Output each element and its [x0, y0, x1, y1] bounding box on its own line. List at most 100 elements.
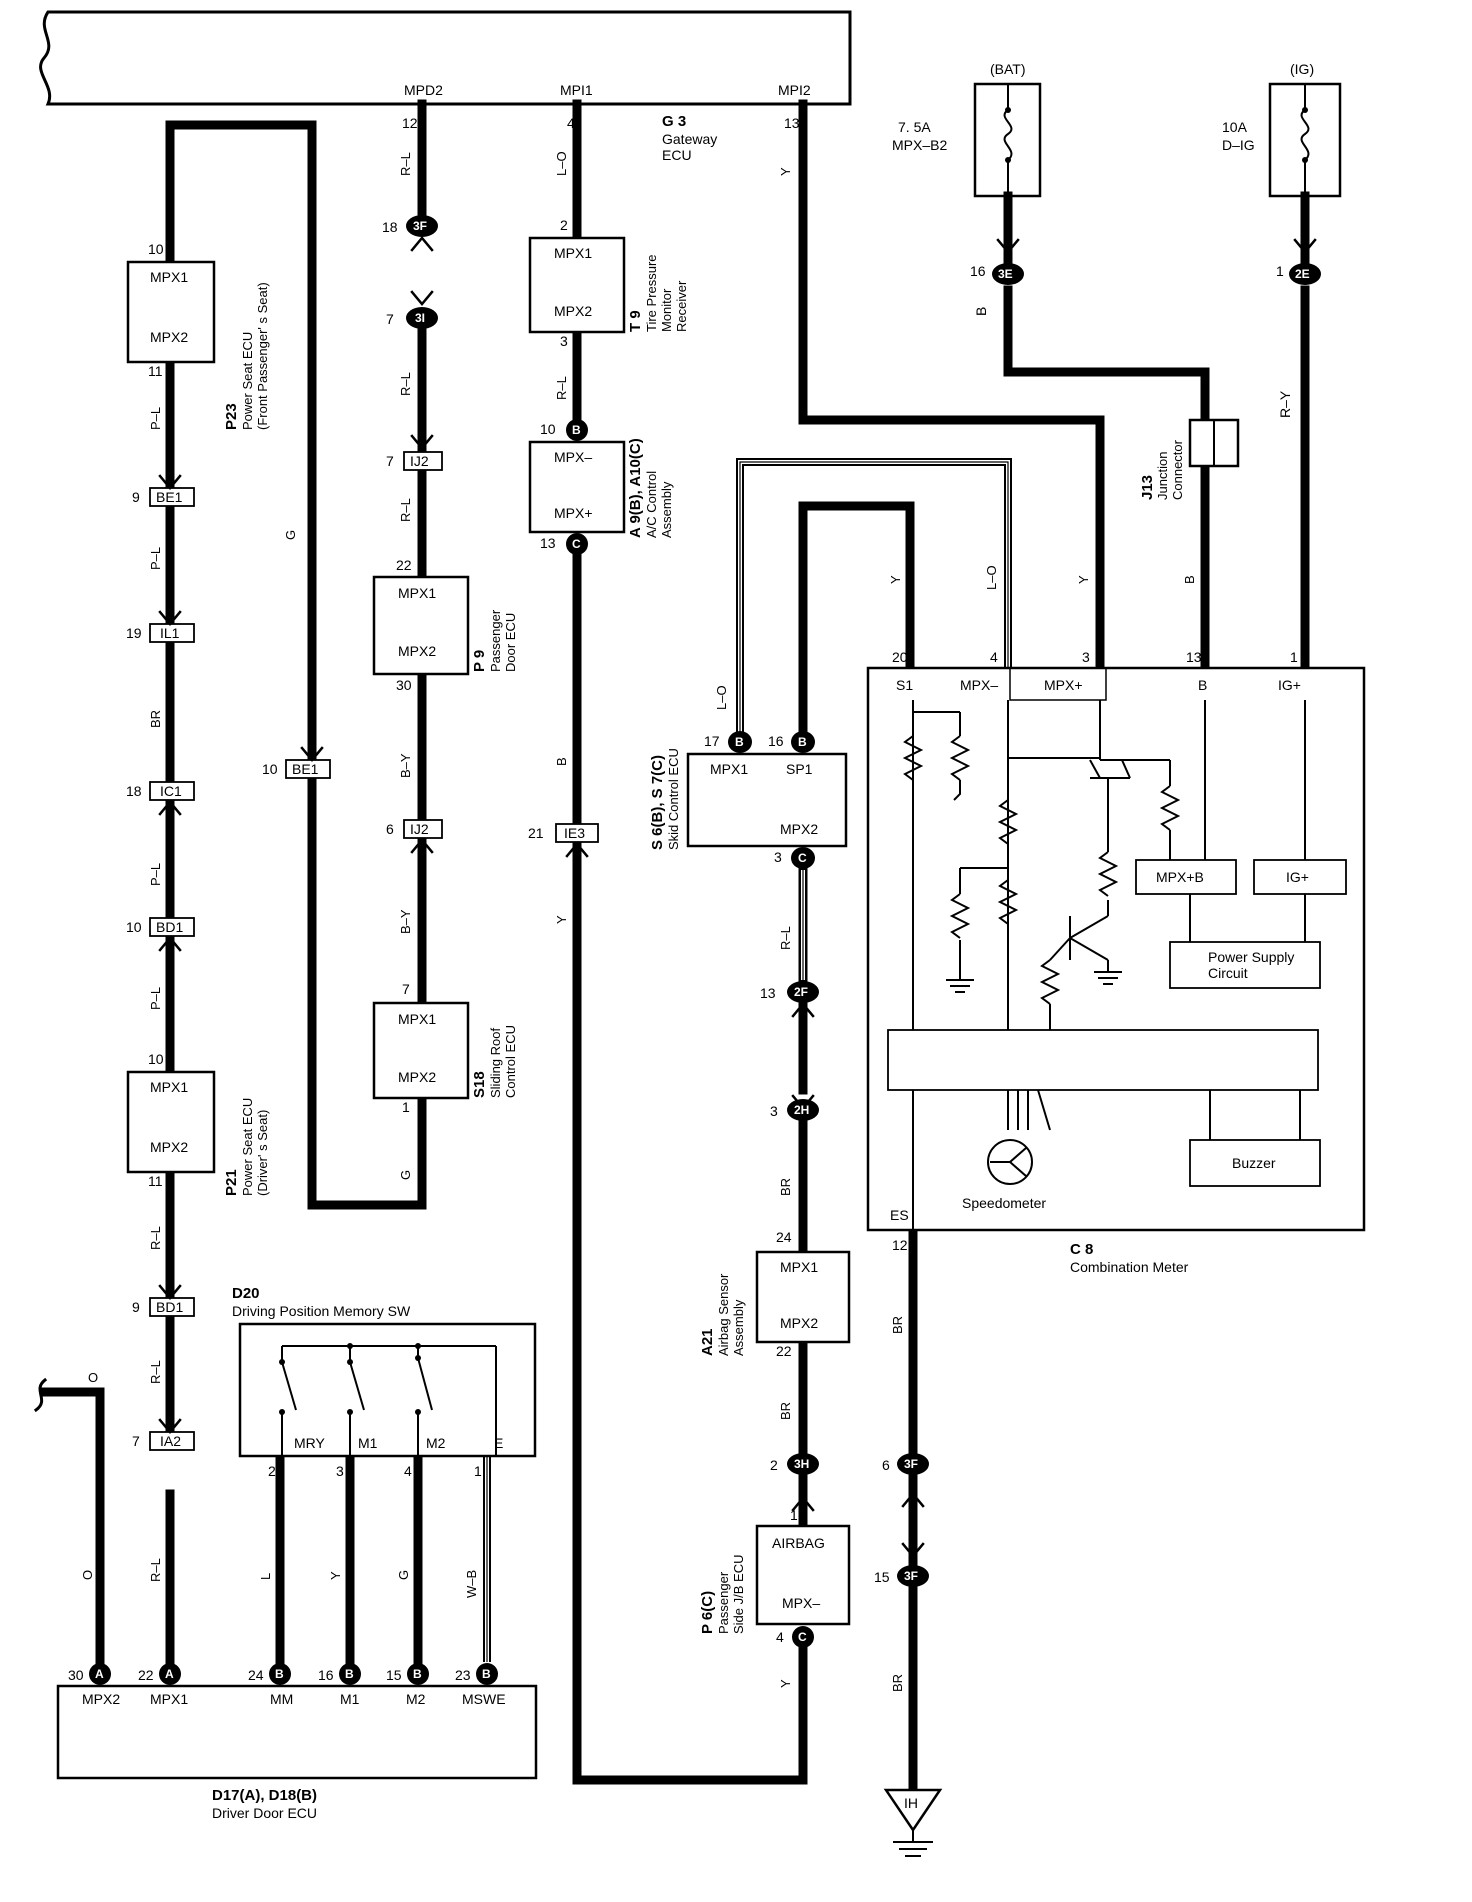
svg-text:B: B	[1182, 575, 1197, 584]
svg-text:MM: MM	[270, 1691, 293, 1707]
gateway-ecu: MPD2 MPI1 MPI2 12 4 13 G 3 Gateway ECU	[39, 10, 852, 163]
svg-text:6: 6	[882, 1457, 890, 1473]
svg-text:B: B	[554, 757, 569, 766]
svg-text:P–L: P–L	[148, 407, 163, 430]
svg-text:10: 10	[148, 1051, 164, 1067]
svg-text:IC1: IC1	[160, 783, 182, 799]
svg-text:10: 10	[540, 421, 556, 437]
svg-text:R–L: R–L	[554, 376, 569, 400]
svg-text:13: 13	[784, 115, 800, 131]
svg-text:2: 2	[770, 1457, 778, 1473]
s6-skid-control-ecu: B17 B16 MPX1 SP1 MPX2 C3 S 6(B), S 7(C) …	[649, 731, 848, 869]
double-wire-l-o	[483, 458, 1012, 1662]
svg-text:P–L: P–L	[148, 863, 163, 886]
svg-text:BD1: BD1	[156, 919, 183, 935]
svg-text:(IG): (IG)	[1290, 61, 1314, 77]
svg-text:Driving Position Memory SW: Driving Position Memory SW	[232, 1303, 411, 1319]
svg-text:24: 24	[248, 1667, 264, 1683]
svg-text:Airbag Sensor: Airbag Sensor	[716, 1273, 731, 1356]
wire-labels: R–L L–O Y G P–L P–L BR P–L P–L R–L R–L R…	[80, 151, 1197, 1692]
svg-text:L: L	[258, 1573, 273, 1580]
svg-text:MPX2: MPX2	[150, 1139, 188, 1155]
svg-text:3F: 3F	[904, 1569, 918, 1583]
svg-text:Y: Y	[1076, 575, 1091, 584]
svg-text:L–O: L–O	[554, 151, 569, 176]
svg-text:7: 7	[402, 981, 410, 997]
svg-text:17: 17	[704, 733, 720, 749]
speedometer-icon	[987, 1139, 1033, 1185]
svg-text:Y: Y	[888, 575, 903, 584]
svg-text:R–L: R–L	[148, 1558, 163, 1582]
svg-text:Gateway: Gateway	[662, 131, 717, 147]
svg-text:10: 10	[126, 919, 142, 935]
svg-text:15: 15	[386, 1667, 402, 1683]
svg-text:3: 3	[560, 333, 568, 349]
svg-text:1: 1	[790, 1507, 798, 1523]
svg-text:G: G	[396, 1570, 411, 1580]
svg-text:4: 4	[776, 1629, 784, 1645]
svg-text:10: 10	[148, 241, 164, 257]
svg-text:Assembly: Assembly	[659, 481, 674, 538]
svg-text:Passenger: Passenger	[488, 609, 503, 672]
svg-text:1: 1	[474, 1463, 482, 1479]
svg-text:12: 12	[402, 115, 418, 131]
svg-text:30: 30	[396, 677, 412, 693]
svg-text:B: B	[482, 1667, 491, 1681]
svg-text:3: 3	[774, 849, 782, 865]
svg-text:20: 20	[892, 649, 908, 665]
svg-text:S18: S18	[471, 1071, 488, 1098]
svg-text:B–Y: B–Y	[398, 753, 413, 778]
gateway-pin-mpi1: MPI1	[560, 82, 593, 98]
svg-text:MPX1: MPX1	[150, 1079, 188, 1095]
svg-text:M2: M2	[406, 1691, 426, 1707]
svg-text:B: B	[735, 735, 744, 749]
svg-text:BR: BR	[148, 710, 163, 728]
svg-text:11: 11	[148, 1173, 163, 1189]
svg-text:MPX+: MPX+	[1044, 677, 1083, 693]
svg-text:Y: Y	[554, 915, 569, 924]
svg-text:B: B	[1198, 677, 1207, 693]
svg-text:MPX1: MPX1	[398, 585, 436, 601]
svg-text:MPX1: MPX1	[150, 269, 188, 285]
svg-text:MPX1: MPX1	[554, 245, 592, 261]
svg-text:IG+: IG+	[1286, 869, 1309, 885]
svg-text:22: 22	[776, 1343, 792, 1359]
svg-text:MPX–: MPX–	[782, 1595, 820, 1611]
svg-text:B: B	[572, 423, 581, 437]
svg-text:BR: BR	[890, 1316, 905, 1334]
svg-text:4: 4	[990, 649, 998, 665]
svg-text:R–L: R–L	[148, 1360, 163, 1384]
svg-text:Speedometer: Speedometer	[962, 1195, 1046, 1211]
svg-text:21: 21	[528, 825, 544, 841]
svg-text:M2: M2	[426, 1435, 446, 1451]
svg-text:MPX1: MPX1	[398, 1011, 436, 1027]
svg-text:3H: 3H	[794, 1457, 809, 1471]
svg-text:Power Supply: Power Supply	[1208, 949, 1294, 965]
svg-text:Circuit: Circuit	[1208, 965, 1248, 981]
svg-text:P–L: P–L	[148, 547, 163, 570]
svg-text:IH: IH	[904, 1795, 918, 1811]
svg-text:3I: 3I	[415, 311, 425, 325]
svg-text:Control ECU: Control ECU	[503, 1025, 518, 1098]
svg-text:3F: 3F	[904, 1457, 918, 1471]
fuse-bat: (BAT) 7. 5A MPX–B2 16 B	[892, 61, 1042, 316]
svg-text:W–B: W–B	[464, 1570, 479, 1598]
svg-text:MPX2: MPX2	[150, 329, 188, 345]
svg-text:B: B	[275, 1667, 284, 1681]
svg-text:1: 1	[402, 1099, 410, 1115]
svg-text:A: A	[165, 1667, 174, 1681]
svg-text:A21: A21	[699, 1328, 716, 1356]
svg-text:B: B	[973, 307, 989, 316]
svg-text:R–Y: R–Y	[1277, 390, 1293, 418]
svg-text:L–O: L–O	[714, 685, 729, 710]
s18-sliding-roof-ecu: MPX1 MPX2 7 1 S18 Sliding Roof Control E…	[372, 981, 518, 1115]
svg-text:P23: P23	[223, 403, 240, 430]
bat-ig-connectors: 3E 2E	[992, 238, 1321, 285]
svg-text:Buzzer: Buzzer	[1232, 1155, 1276, 1171]
svg-text:4: 4	[567, 115, 575, 131]
svg-text:A: A	[95, 1667, 104, 1681]
svg-text:9: 9	[132, 1299, 140, 1315]
